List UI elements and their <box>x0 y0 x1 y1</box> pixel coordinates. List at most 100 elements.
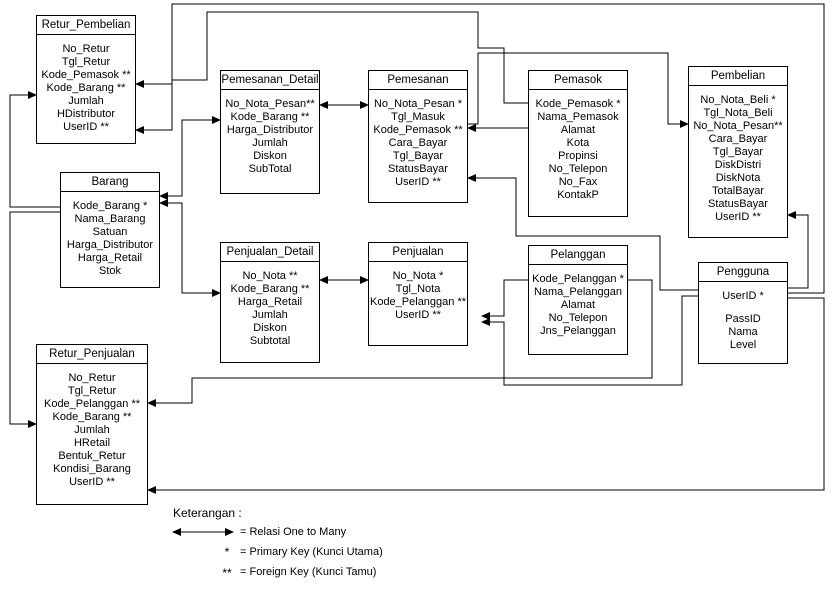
table-field: No_Fax <box>558 176 598 188</box>
table-field: Nama_Barang <box>74 213 146 225</box>
table-field: Level <box>729 339 757 351</box>
table-field: Tgl_Retur <box>67 385 117 397</box>
link-barang-penjualan-detail <box>159 199 221 297</box>
table-field: UserID ** <box>395 176 441 188</box>
link-pengguna-pemesanan <box>467 174 698 291</box>
table-field: Diskon <box>253 322 287 334</box>
link-pelanggan-penjualan <box>481 279 528 320</box>
table-field: No_Telepon <box>548 312 608 324</box>
table-field: Harga_Distributor <box>226 124 314 136</box>
table-field: Jumlah <box>252 309 288 321</box>
link-pelanggan-retur-penjualan <box>147 279 653 407</box>
table-field: Kota <box>566 137 590 149</box>
table-field: No_Nota_Pesan** <box>693 120 783 132</box>
table-field: Alamat <box>560 299 596 311</box>
table-field: Kode_Pelanggan ** <box>43 398 141 410</box>
table-field: Stok <box>98 265 121 277</box>
table-field: KontakP <box>557 189 599 201</box>
table-field: Nama_Pemasok <box>537 111 619 123</box>
table-field: Kode_Pemasok ** <box>41 69 131 81</box>
table-field: Harga_Distributor <box>66 239 154 251</box>
table-field: Tgl_Bayar <box>392 150 444 162</box>
table-field: StatusBayar <box>708 198 768 210</box>
table-field: Kode_Pemasok * <box>535 98 621 110</box>
table-field: Jumlah <box>68 95 104 107</box>
link-barang-retur-penjualan <box>9 211 60 428</box>
table-field: Harga_Retail <box>77 252 143 264</box>
table-field: UserID ** <box>715 211 761 223</box>
table-field: Propinsi <box>558 150 598 162</box>
table-header: Pemesanan <box>369 71 467 90</box>
table-field: Kode_Pemasok ** <box>373 124 463 136</box>
table-field: StatusBayar <box>388 163 448 175</box>
table-field: SubTotal <box>248 163 292 175</box>
table-field: Kode_Barang ** <box>46 82 126 94</box>
table-field: Kode_Pelanggan ** <box>369 296 467 308</box>
table-field: UserID ** <box>69 476 115 488</box>
table-header: Barang <box>61 173 159 192</box>
table-field: Kondisi_Barang <box>53 463 131 475</box>
table-field: No_Nota_Pesan * <box>373 98 463 110</box>
table-field: DiskDistri <box>714 159 762 171</box>
table-field: Harga_Retail <box>237 296 303 308</box>
table-field: No_Nota ** <box>242 270 298 282</box>
table-header: Penjualan_Detail <box>221 243 319 262</box>
link-pengguna-retur-pembelian <box>135 3 825 294</box>
table-field: Kode_Barang ** <box>52 411 132 423</box>
table-field: DiskNota <box>715 172 761 184</box>
table-field: TotalBayar <box>712 185 764 197</box>
link-pengguna-pembelian <box>787 211 809 289</box>
table-field: UserID ** <box>63 121 109 133</box>
table-field: Bentuk_Retur <box>58 450 126 462</box>
table-field: Tgl_Bayar <box>712 146 764 158</box>
legend-title: Keterangan : <box>173 506 242 520</box>
table-field: Cara_Bayar <box>388 137 448 149</box>
table-field: HRetail <box>73 437 111 449</box>
table-field: UserID ** <box>395 309 441 321</box>
table-field: Tgl_Masuk <box>391 111 445 123</box>
link-pemesanan-pembelian <box>468 52 689 128</box>
table-field: Tgl_Nota_Beli <box>703 107 773 119</box>
table-field: No_Nota_Pesan** <box>225 98 315 110</box>
link-pengguna-penjualan <box>481 295 698 386</box>
table-field: No_Retur <box>62 43 110 55</box>
table-field: No_Nota * <box>392 270 444 282</box>
table-field: Kode_Barang ** <box>230 283 310 295</box>
table-field: PassID <box>725 313 761 325</box>
table-field: Tgl_Nota <box>395 283 441 295</box>
table-field: Cara_Bayar <box>708 133 768 145</box>
table-field: Nama <box>728 326 758 338</box>
legend-item-foreign-key: = Foreign Key (Kunci Tamu) <box>240 566 377 578</box>
table-field: Jns_Pelanggan <box>540 325 616 337</box>
link-pengguna-retur-penjualan <box>147 297 825 494</box>
link-barang-retur-pembelian <box>9 91 60 208</box>
table-header: Pemasok <box>529 71 627 90</box>
table-field: Kode_Barang ** <box>230 111 310 123</box>
table-header: Pelanggan <box>529 246 627 265</box>
table-field: Jumlah <box>252 137 288 149</box>
table-field: Diskon <box>253 150 287 162</box>
table-field: No_Retur <box>68 372 116 384</box>
table-field: Kode_Barang * <box>72 200 148 212</box>
